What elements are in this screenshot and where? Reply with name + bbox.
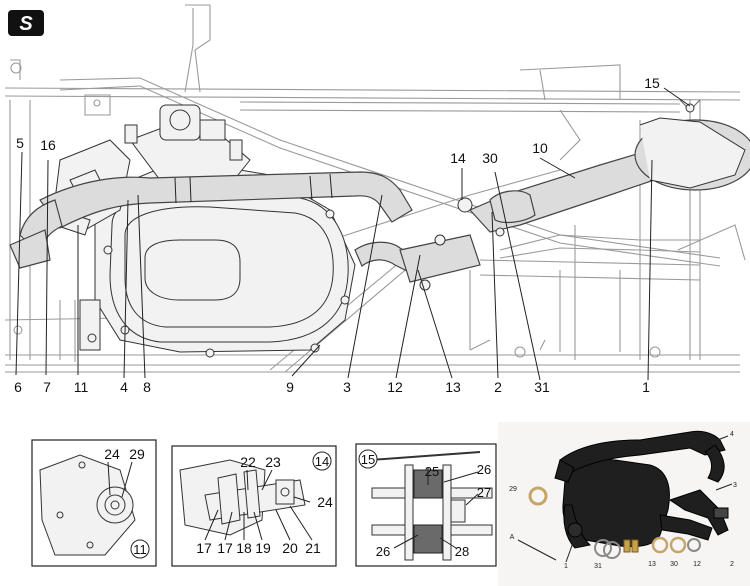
detail15-id: 15 (361, 452, 375, 467)
callout-2: 2 (494, 379, 502, 395)
callout-12: 12 (387, 379, 403, 395)
detail11-label-24: 24 (104, 446, 120, 462)
callout-14: 14 (450, 150, 466, 166)
detail14-label-21: 21 (305, 540, 321, 556)
photo-label-1: 1 (564, 563, 568, 570)
callout-5: 5 (16, 135, 24, 151)
engine-block (54, 104, 356, 358)
photo-label-2: 2 (730, 561, 734, 568)
callout-30: 30 (482, 150, 498, 166)
detail-view-11: 24 29 11 (31, 439, 157, 567)
photo-label-29: 29 (509, 486, 517, 493)
detail11-label-29: 29 (129, 446, 145, 462)
brand-logo-letter: S (19, 13, 33, 35)
detail15-label-26a: 26 (477, 462, 491, 477)
callout-7: 7 (43, 379, 51, 395)
callout-31: 31 (534, 379, 550, 395)
callout-1: 1 (642, 379, 650, 395)
product-photo: 4 3 29 A 1 31 13 30 12 2 (498, 422, 750, 586)
detail14-label-23: 23 (265, 454, 281, 470)
detail14-label-20: 20 (282, 540, 298, 556)
callout-6: 6 (14, 379, 22, 395)
brand-logo: S (8, 10, 44, 36)
part-callouts: 5 16 6 7 11 4 8 9 3 12 13 2 31 1 14 30 1… (14, 75, 660, 395)
detail15-label-26b: 26 (376, 544, 390, 559)
callout-11: 11 (74, 379, 89, 395)
callout-15: 15 (644, 75, 660, 91)
leader-lines (15, 87, 691, 381)
photo-label-13: 13 (648, 561, 656, 568)
detail15-label-28: 28 (455, 544, 469, 559)
callout-16: 16 (40, 137, 56, 153)
photo-label-12: 12 (693, 561, 701, 568)
detail15-label-27: 27 (477, 485, 491, 500)
detail14-label-18: 18 (236, 540, 252, 556)
callout-13: 13 (445, 379, 461, 395)
detail14-label-22: 22 (240, 454, 256, 470)
callout-10: 10 (532, 140, 548, 156)
callout-4: 4 (120, 379, 128, 395)
detail14-label-17b: 17 (217, 540, 233, 556)
photo-label-4: 4 (730, 431, 734, 438)
callout-3: 3 (343, 379, 351, 395)
photo-label-3: 3 (733, 482, 737, 489)
detail14-id: 14 (315, 454, 329, 469)
detail14-label-24: 24 (317, 494, 333, 510)
photo-label-A: A (510, 534, 515, 541)
detail14-label-17a: 17 (196, 540, 212, 556)
detail14-label-19: 19 (255, 540, 271, 556)
detail-view-15: 25 26 27 26 28 15 (355, 443, 497, 567)
callout-8: 8 (143, 379, 151, 395)
detail-view-14: 22 23 24 17 17 18 19 20 21 14 (171, 445, 337, 567)
photo-label-30: 30 (670, 561, 678, 568)
callout-9: 9 (286, 379, 294, 395)
muffler-assembly (419, 99, 750, 291)
detail15-label-25: 25 (425, 464, 439, 479)
main-assembly-drawing: 5 16 6 7 11 4 8 9 3 12 13 2 31 1 14 30 1… (4, 4, 750, 395)
photo-label-31: 31 (594, 563, 602, 570)
detail11-id: 11 (133, 542, 147, 557)
